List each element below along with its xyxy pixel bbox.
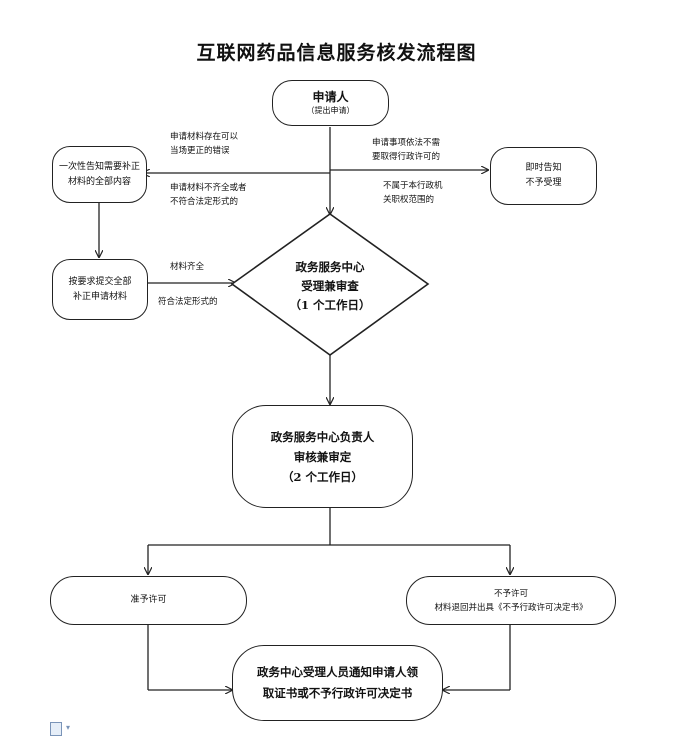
applicant-title: 申请人: [312, 90, 349, 104]
node-notify-supplement: 一次性告知需要补正 材料的全部内容: [52, 146, 147, 203]
review-line3: （2 个工作日）: [281, 469, 363, 484]
approve-label: 准予许可: [130, 595, 167, 605]
node-reject-now: 即时告知 不予受理: [490, 147, 597, 205]
deny-line1: 不予许可: [493, 588, 528, 599]
node-approve: 准予许可: [50, 576, 247, 625]
applicant-subtitle: （提出申请）: [306, 106, 355, 115]
acceptance-line2: 受理兼审查: [301, 279, 359, 293]
review-line1: 政务服务中心负责人: [270, 429, 375, 444]
label-complete-line2: 符合法定形式的: [158, 297, 218, 307]
resubmit-line2: 补正申请材料: [72, 291, 127, 302]
node-notify-final: 政务中心受理人员通知申请人领 取证书或不予行政许可决定书: [232, 645, 443, 721]
node-acceptance: 政务服务中心 受理兼审查 （1 个工作日）: [262, 258, 398, 315]
reject-now-line1: 即时告知: [525, 163, 562, 173]
acceptance-line3: （1 个工作日）: [289, 298, 371, 312]
label-incomplete: 申请材料不齐全或者 不符合法定形式的: [170, 181, 247, 209]
label-correctable: 申请材料存在可以 当场更正的错误: [170, 130, 238, 158]
node-review: 政务服务中心负责人 审核兼审定 （2 个工作日）: [232, 405, 413, 508]
label-out-of-scope: 不属于本行政机 关职权范围的: [383, 179, 443, 207]
deny-line2: 材料退回并出具《不予行政许可决定书》: [434, 602, 588, 613]
node-resubmit: 按要求提交全部 补正申请材料: [52, 259, 148, 320]
label-correctable-line1: 申请材料存在可以: [170, 132, 239, 142]
label-not-required: 申请事项依法不需 要取得行政许可的: [372, 136, 440, 164]
resubmit-line1: 按要求提交全部: [68, 276, 132, 287]
label-incomplete-line1: 申请材料不齐全或者: [170, 183, 247, 193]
label-complete-line1: 材料齐全: [170, 262, 205, 272]
node-deny: 不予许可 材料退回并出具《不予行政许可决定书》: [406, 576, 616, 625]
notify-supplement-line2: 材料的全部内容: [67, 176, 131, 187]
label-not-required-line1: 申请事项依法不需: [372, 138, 441, 148]
label-incomplete-line2: 不符合法定形式的: [170, 197, 239, 207]
notify-final-line1: 政务中心受理人员通知申请人领: [257, 665, 418, 679]
label-not-required-line2: 要取得行政许可的: [372, 152, 441, 162]
review-line2: 审核兼审定: [293, 449, 352, 464]
chevron-down-icon[interactable]: ▾: [66, 723, 71, 732]
acceptance-line1: 政务服务中心: [295, 260, 365, 274]
notify-final-line2: 取证书或不予行政许可决定书: [262, 686, 413, 700]
acceptance-diamond: [230, 213, 430, 356]
reject-now-line2: 不予受理: [525, 178, 562, 188]
label-out-of-scope-line1: 不属于本行政机: [383, 181, 443, 191]
node-applicant: 申请人 （提出申请）: [272, 80, 389, 126]
document-icon[interactable]: [50, 722, 62, 736]
notify-supplement-line1: 一次性告知需要补正: [58, 161, 140, 172]
page-title: 互联网药品信息服务核发流程图: [196, 42, 477, 64]
label-out-of-scope-line2: 关职权范围的: [383, 195, 435, 205]
label-correctable-line2: 当场更正的错误: [170, 146, 230, 156]
